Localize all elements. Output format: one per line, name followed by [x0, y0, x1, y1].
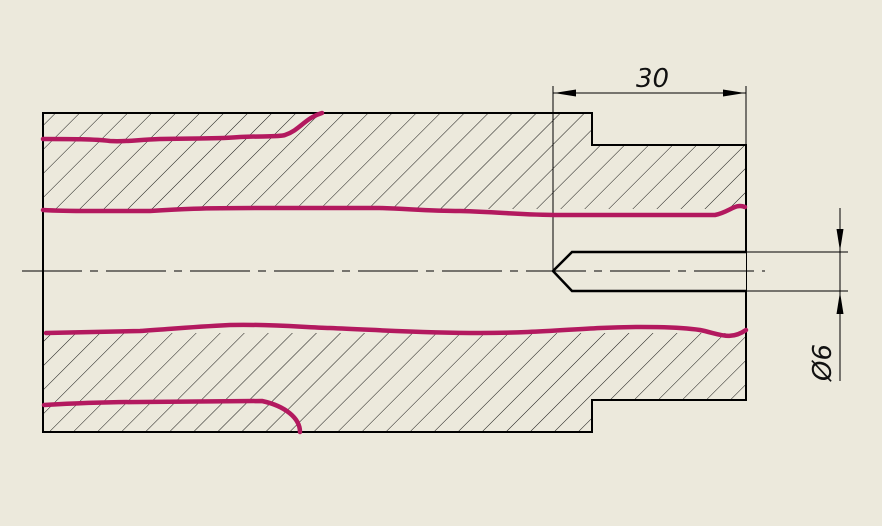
dimension-diameter-label: Ø6 [808, 344, 838, 382]
markup-stroke-4 [41, 398, 303, 435]
markup-annotations [40, 110, 749, 435]
arrow-right-icon [723, 89, 745, 97]
arrow-left-icon [554, 89, 576, 97]
hatch-top [43, 113, 746, 209]
part-outline [42, 112, 747, 433]
arrow-up-icon [836, 292, 844, 314]
hatch-bottom [43, 333, 746, 432]
markup-stroke-2 [40, 203, 748, 218]
dimension-diameter: Ø6 [746, 208, 848, 382]
arrow-down-icon [836, 229, 844, 251]
dimension-length-label: 30 [636, 64, 669, 94]
markup-stroke-3 [43, 322, 749, 339]
markup-stroke-1 [40, 110, 325, 144]
dimension-length: 30 [552, 64, 747, 271]
